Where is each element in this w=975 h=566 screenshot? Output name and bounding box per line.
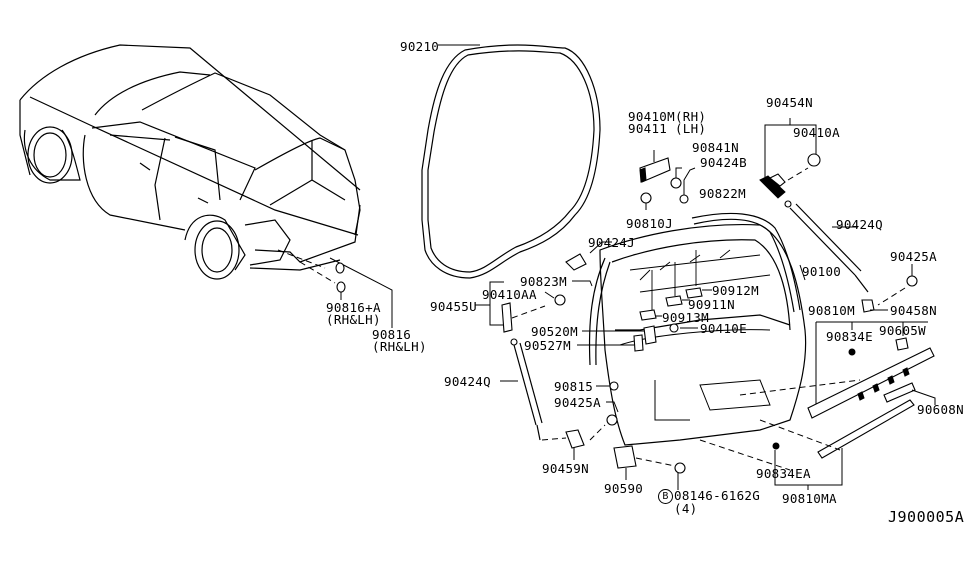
label-90455u: 90455U bbox=[430, 299, 477, 314]
label-90841n: 90841N bbox=[692, 140, 739, 155]
clip-90424b-icon bbox=[679, 194, 689, 204]
label-90410e: 90410E bbox=[700, 321, 747, 336]
label-90605w: 90605W bbox=[879, 323, 926, 338]
label-90411: 90411 (LH) bbox=[628, 121, 707, 136]
label-90100: 90100 bbox=[802, 264, 842, 279]
label-90834e: 90834E bbox=[826, 329, 873, 344]
label-90834ea: 90834EA bbox=[756, 466, 811, 481]
label-90210: 90210 bbox=[400, 39, 440, 54]
label-90810j: 90810J bbox=[626, 216, 673, 231]
label-90424b: 90424B bbox=[700, 155, 747, 170]
bolt-type-b-marker: B bbox=[658, 489, 673, 504]
back-door-90100 bbox=[599, 223, 807, 446]
label-90816-note: (RH&LH) bbox=[372, 339, 427, 354]
finisher-90810m-icon bbox=[807, 347, 935, 419]
bolt-90410e-icon bbox=[669, 323, 679, 333]
bracket-90911n-icon bbox=[665, 295, 683, 307]
label-90815: 90815 bbox=[554, 379, 594, 394]
label-90810m: 90810M bbox=[808, 303, 855, 318]
label-90911n: 90911N bbox=[688, 297, 735, 312]
label-90912m: 90912M bbox=[712, 283, 759, 298]
nut-90810j-icon bbox=[640, 192, 652, 204]
bracket-90455u-icon bbox=[501, 302, 513, 333]
label-90816a-note: (RH&LH) bbox=[326, 312, 381, 327]
label-90527m: 90527M bbox=[524, 338, 571, 353]
label-90424j: 90424J bbox=[588, 235, 635, 250]
bracket-90912m-icon bbox=[685, 287, 703, 299]
grommet-90815-icon bbox=[609, 381, 619, 391]
hinge-90459n-icon bbox=[565, 429, 585, 449]
finisher-90810ma-icon bbox=[817, 399, 915, 459]
hinge-90590-icon bbox=[613, 445, 637, 469]
label-90425a-left: 90425A bbox=[554, 395, 601, 410]
bumper-90841n-icon bbox=[670, 177, 682, 189]
bolt-90410aa-icon bbox=[554, 294, 566, 306]
bolt-90410a-icon bbox=[807, 153, 821, 167]
label-08146-qty: (4) bbox=[674, 501, 698, 516]
label-90913m: 90913M bbox=[662, 310, 709, 325]
weatherstrip-90210 bbox=[421, 44, 601, 279]
clip-90605w-icon bbox=[895, 337, 909, 351]
label-90608n: 90608N bbox=[917, 402, 964, 417]
label-90424q-top: 90424Q bbox=[836, 217, 883, 232]
bracket-90913m-icon bbox=[639, 309, 657, 321]
label-90410aa: 90410AA bbox=[482, 287, 537, 302]
label-90520m: 90520M bbox=[531, 324, 578, 339]
label-90425a-right: 90425A bbox=[890, 249, 937, 264]
label-90590: 90590 bbox=[604, 481, 644, 496]
gas-stay-left-icon bbox=[510, 338, 543, 441]
vehicle-illustration bbox=[19, 44, 361, 280]
label-08146-text: 08146-6162G bbox=[674, 488, 761, 503]
label-90822m: 90822M bbox=[699, 186, 746, 201]
lock-90520m-icon bbox=[643, 325, 657, 345]
gas-stay-right-icon bbox=[784, 200, 869, 293]
handle-90608n-icon bbox=[883, 382, 916, 403]
rod-90527m-icon bbox=[633, 334, 644, 352]
label-90816a: 90816+A bbox=[326, 300, 381, 315]
clip-90424j-icon bbox=[565, 253, 587, 271]
clip-90834e-icon bbox=[848, 348, 856, 356]
bolt-90425a-left-icon bbox=[606, 414, 618, 426]
bolt-90425a-right-icon bbox=[906, 275, 918, 287]
clip-90816a-icon bbox=[336, 281, 346, 293]
clip-90816-icon bbox=[335, 262, 345, 274]
label-90410a: 90410A bbox=[793, 125, 840, 140]
label-90454n: 90454N bbox=[766, 95, 813, 110]
hinge-90410m-icon bbox=[639, 157, 671, 183]
label-90458n: 90458N bbox=[890, 303, 937, 318]
stay-bracket-90454n-icon bbox=[759, 173, 786, 199]
diagram-reference-code: J900005A bbox=[888, 508, 965, 526]
label-90410m: 90410M(RH) bbox=[628, 109, 707, 124]
label-90810ma: 90810MA bbox=[782, 491, 837, 506]
label-90816: 90816 bbox=[372, 327, 412, 342]
clip-90834ea-icon bbox=[772, 442, 780, 450]
label-90459n: 90459N bbox=[542, 461, 589, 476]
label-90823m: 90823M bbox=[520, 274, 567, 289]
bolt-08146-icon bbox=[674, 462, 686, 474]
label-90424q-left: 90424Q bbox=[444, 374, 491, 389]
